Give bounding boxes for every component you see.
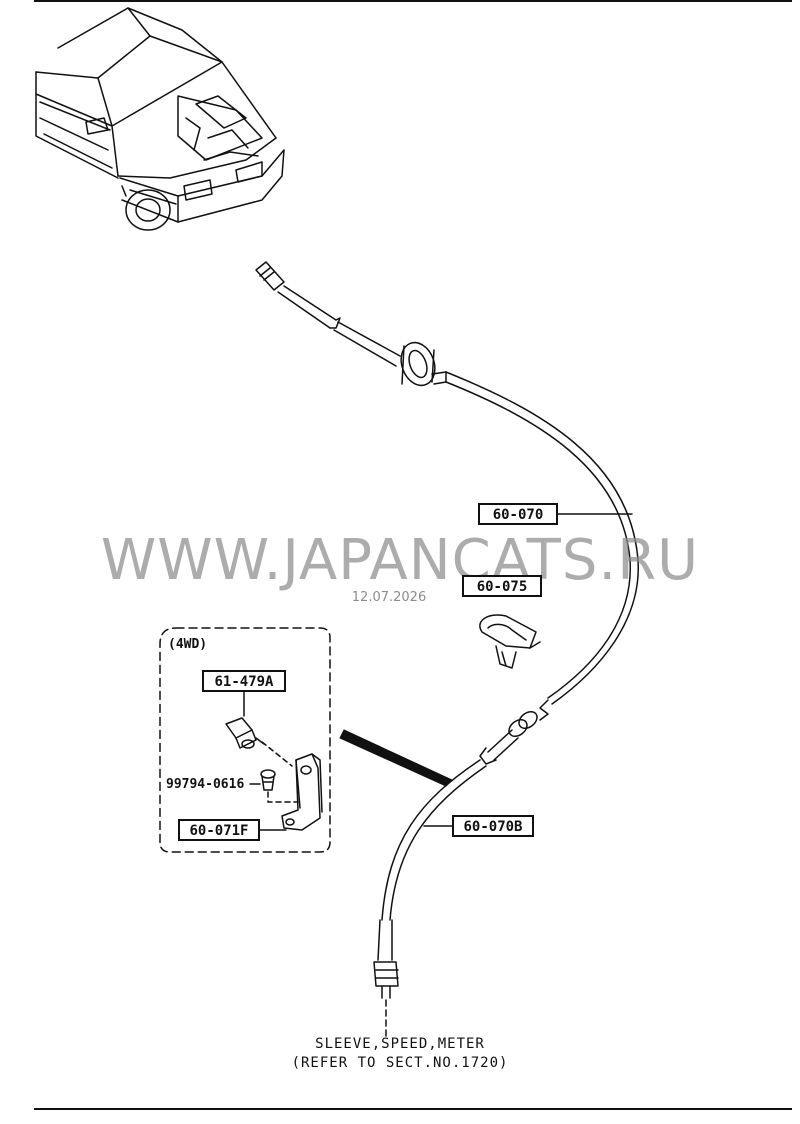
- callout-cable-main[interactable]: 60-070: [478, 503, 558, 525]
- callout-cable-lower[interactable]: 60-070B: [452, 815, 534, 837]
- sleeve-label: SLEEVE,SPEED,METER: [315, 1036, 485, 1052]
- 4wd-inset-box: [159, 627, 331, 853]
- top-border: [34, 0, 792, 2]
- watermark-date: 12.07.2026: [351, 590, 427, 605]
- car-illustration: [35, 7, 285, 231]
- speed-sensor: [225, 717, 293, 767]
- callout-bracket[interactable]: 60-071F: [178, 819, 260, 841]
- callout-clip[interactable]: 60-075: [462, 575, 542, 597]
- speedometer-cable-upper: [255, 261, 639, 765]
- inset-label-4wd: (4WD): [168, 637, 208, 652]
- speedometer-cable-lower: [373, 759, 487, 999]
- callout-bolt[interactable]: 99794-0616: [166, 777, 245, 792]
- watermark-text: WWW.JAPANCATS.RU: [100, 528, 700, 593]
- sleeve-reference: (REFER TO SECT.NO.1720): [291, 1055, 509, 1071]
- bottom-border: [34, 1108, 792, 1110]
- callout-sensor[interactable]: 61-479A: [202, 670, 286, 692]
- cable-clip: [479, 614, 541, 669]
- bracket: [281, 753, 323, 831]
- bolt: [260, 769, 299, 803]
- 4wd-pointer-arrow: [339, 729, 453, 787]
